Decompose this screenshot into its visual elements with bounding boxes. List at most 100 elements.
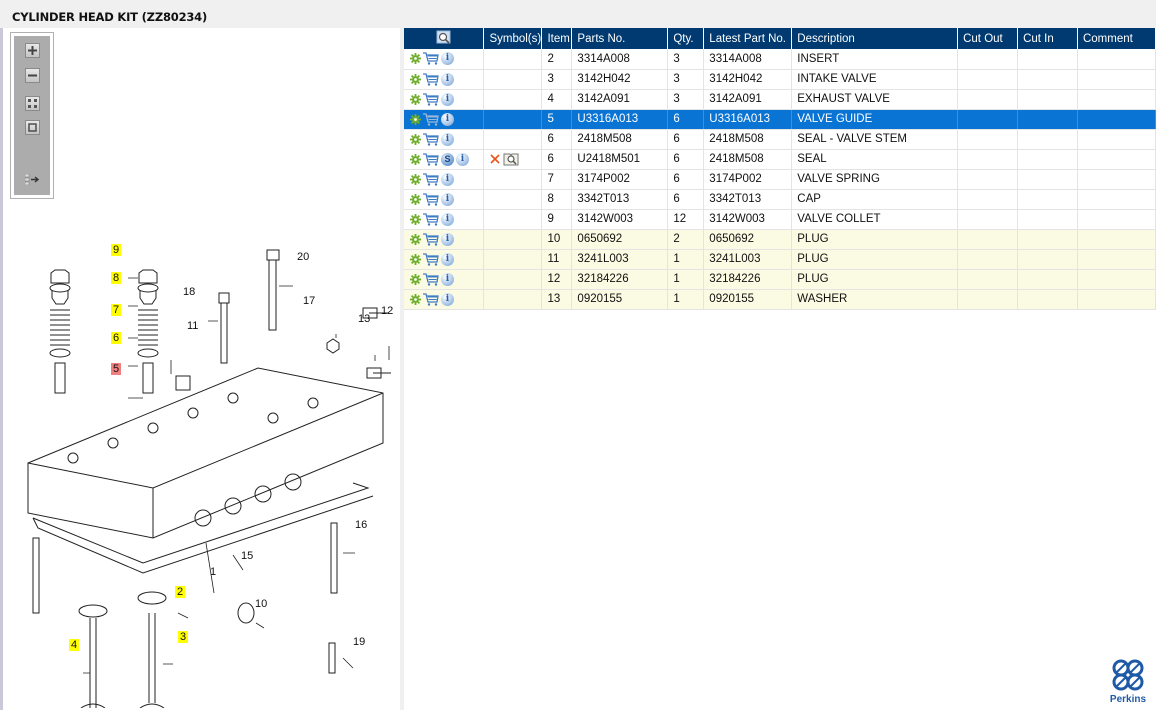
add-to-cart-button[interactable] xyxy=(423,72,441,86)
configure-button[interactable] xyxy=(410,173,423,185)
info-icon[interactable]: i xyxy=(441,212,454,226)
callout-16[interactable]: 16 xyxy=(355,519,368,531)
col-header-parts-no[interactable]: Parts No. xyxy=(571,28,669,49)
add-to-cart-button[interactable] xyxy=(423,272,441,286)
add-to-cart-button[interactable] xyxy=(423,152,441,166)
cylinder-head-shape xyxy=(27,367,384,539)
configure-button[interactable] xyxy=(410,253,423,265)
callout-18[interactable]: 18 xyxy=(183,286,196,298)
callout-20[interactable]: 20 xyxy=(297,251,310,263)
add-to-cart-button[interactable] xyxy=(423,212,441,226)
info-icon[interactable]: i xyxy=(441,232,454,246)
col-header-item[interactable]: Item xyxy=(541,28,573,49)
diagram-toolbar xyxy=(10,32,54,199)
spring-shape xyxy=(50,309,70,346)
info-icon[interactable]: i xyxy=(441,92,454,106)
callout-5[interactable]: 5 xyxy=(111,363,122,375)
info-icon[interactable]: i xyxy=(441,172,454,186)
col-header-latest-part-no[interactable]: Latest Part No. xyxy=(703,28,793,49)
callout-4[interactable]: 4 xyxy=(69,639,80,651)
add-to-cart-button[interactable] xyxy=(423,192,441,206)
callout-17[interactable]: 17 xyxy=(303,295,316,307)
info-icon[interactable]: i xyxy=(456,152,469,166)
callout-6[interactable]: 6 xyxy=(111,332,122,344)
fit-all-button[interactable] xyxy=(25,96,40,111)
configure-button[interactable] xyxy=(410,293,423,305)
configure-button[interactable] xyxy=(410,113,423,125)
configure-button[interactable] xyxy=(410,133,423,145)
configure-button[interactable] xyxy=(410,93,423,105)
configure-button[interactable] xyxy=(410,213,423,225)
callout-12[interactable]: 12 xyxy=(381,305,394,317)
info-icon[interactable]: i xyxy=(441,132,454,146)
callout-2[interactable]: 2 xyxy=(175,586,186,598)
col-header-cut-in[interactable]: Cut In xyxy=(1017,28,1078,49)
exploded-parts-diagram[interactable] xyxy=(13,218,398,708)
add-to-cart-button[interactable] xyxy=(423,292,441,306)
col-header-cut-out[interactable]: Cut Out xyxy=(957,28,1019,49)
callout-9[interactable]: 9 xyxy=(111,244,122,256)
col-header-comment[interactable]: Comment xyxy=(1077,28,1156,49)
view-document-icon[interactable] xyxy=(503,152,519,166)
configure-button[interactable] xyxy=(410,73,423,85)
callout-8[interactable]: 8 xyxy=(111,272,122,284)
gear-icon xyxy=(410,153,421,165)
add-to-cart-button[interactable] xyxy=(423,252,441,266)
zoom-out-button[interactable] xyxy=(25,68,40,83)
callout-7[interactable]: 7 xyxy=(111,304,122,316)
info-icon[interactable]: i xyxy=(441,52,454,66)
info-icon[interactable]: i xyxy=(441,272,454,286)
col-header-qty[interactable]: Qty. xyxy=(667,28,705,49)
info-icon[interactable]: i xyxy=(441,112,454,126)
col-header-actions[interactable] xyxy=(404,28,485,49)
callout-10[interactable]: 10 xyxy=(255,598,268,610)
info-icon[interactable]: i xyxy=(441,252,454,266)
cell-symbols xyxy=(483,209,543,230)
add-to-cart-button[interactable] xyxy=(423,92,441,106)
add-to-cart-button[interactable] xyxy=(423,232,441,246)
cart-icon xyxy=(423,232,439,246)
configure-button[interactable] xyxy=(410,153,423,165)
info-icon[interactable]: i xyxy=(441,72,454,86)
configure-button[interactable] xyxy=(410,273,423,285)
cell-qty: 12 xyxy=(667,209,705,230)
add-to-cart-button[interactable] xyxy=(423,172,441,186)
callout-19[interactable]: 19 xyxy=(353,636,366,648)
configure-button[interactable] xyxy=(410,53,423,65)
callout-15[interactable]: 15 xyxy=(241,550,254,562)
info-icon[interactable]: i xyxy=(441,192,454,206)
col-header-description[interactable]: Description xyxy=(791,28,959,49)
callout-1[interactable]: 1 xyxy=(210,566,217,578)
add-to-cart-button[interactable] xyxy=(423,52,441,65)
panel-splitter[interactable] xyxy=(400,28,404,710)
export-button[interactable] xyxy=(25,172,40,187)
callout-13[interactable]: 13 xyxy=(358,313,371,325)
info-icon[interactable]: i xyxy=(441,292,454,306)
supersession-badge[interactable]: S xyxy=(441,152,454,166)
col-header-symbols[interactable]: Symbol(s) xyxy=(483,28,543,49)
cell-comment xyxy=(1077,169,1156,190)
callout-3[interactable]: 3 xyxy=(178,631,189,643)
cell-description: PLUG xyxy=(791,249,959,270)
callout-11[interactable]: 11 xyxy=(187,320,199,332)
actual-size-button[interactable] xyxy=(25,120,40,135)
cell-symbols xyxy=(483,269,543,290)
configure-button[interactable] xyxy=(410,193,423,205)
zoom-in-button[interactable] xyxy=(25,43,40,58)
add-to-cart-button[interactable] xyxy=(423,112,441,126)
configure-button[interactable] xyxy=(410,233,423,245)
add-to-cart-button[interactable] xyxy=(423,132,441,146)
